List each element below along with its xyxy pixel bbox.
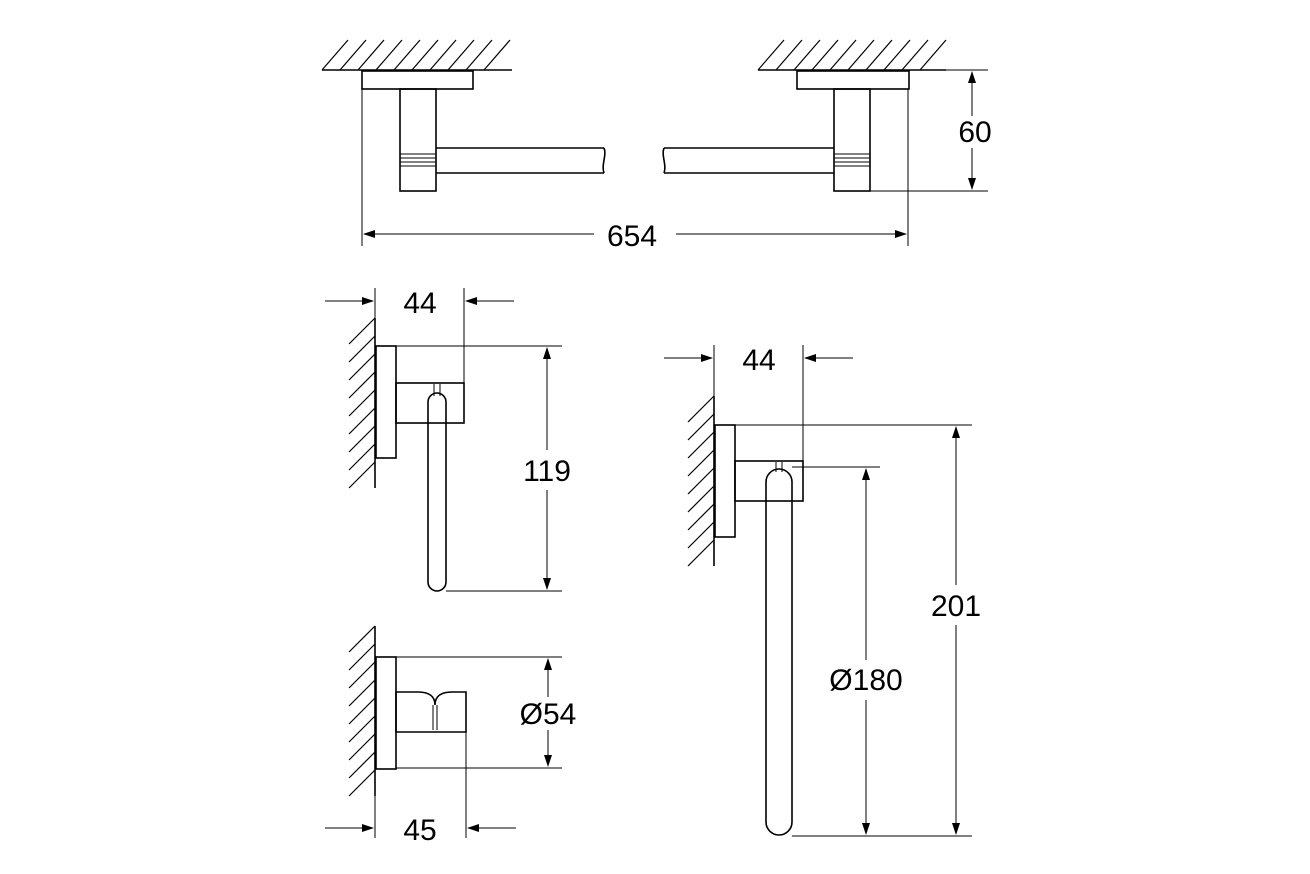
wall-hatch-paper-holder: [348, 317, 376, 489]
label-44-towel-ring: 44: [742, 344, 775, 377]
dimension-towel-ring-projection: 44: [664, 344, 853, 461]
label-d54: Ø54: [520, 698, 577, 731]
wall-hatch-towel-ring: [687, 395, 715, 567]
ceiling-hatch-right: [757, 39, 947, 71]
label-45: 45: [403, 814, 436, 847]
label-60: 60: [958, 116, 991, 149]
dimension-paper-holder-height: 119: [396, 345, 571, 592]
towel-bar-drawing: 654 60: [321, 39, 992, 253]
towel-bar-bracket-right: [662, 70, 910, 192]
robe-hook-drawing: Ø54 45: [325, 625, 577, 847]
label-654: 654: [607, 220, 657, 253]
dimension-paper-holder-projection: 44: [325, 287, 514, 383]
towel-bar-bracket-left: [361, 70, 606, 192]
label-119: 119: [523, 455, 571, 488]
dimension-hook-projection: 45: [325, 732, 516, 847]
label-d180: Ø180: [829, 664, 902, 697]
dimension-towel-ring-height: 201: [735, 424, 981, 837]
label-44-paper-holder: 44: [403, 287, 436, 320]
dimension-towel-bar-length: 654: [361, 89, 909, 253]
towel-ring-drawing: 44 Ø180 201: [664, 344, 981, 837]
dimension-towel-ring-diameter: Ø180: [792, 466, 903, 837]
paper-holder-drawing: 44 119: [325, 287, 571, 592]
label-201: 201: [931, 590, 981, 623]
wall-hatch-robe-hook: [348, 625, 376, 797]
ceiling-hatch-left: [321, 39, 512, 71]
dimension-towel-bar-depth: 60: [870, 69, 992, 192]
dimension-hook-diameter: Ø54: [396, 656, 577, 769]
